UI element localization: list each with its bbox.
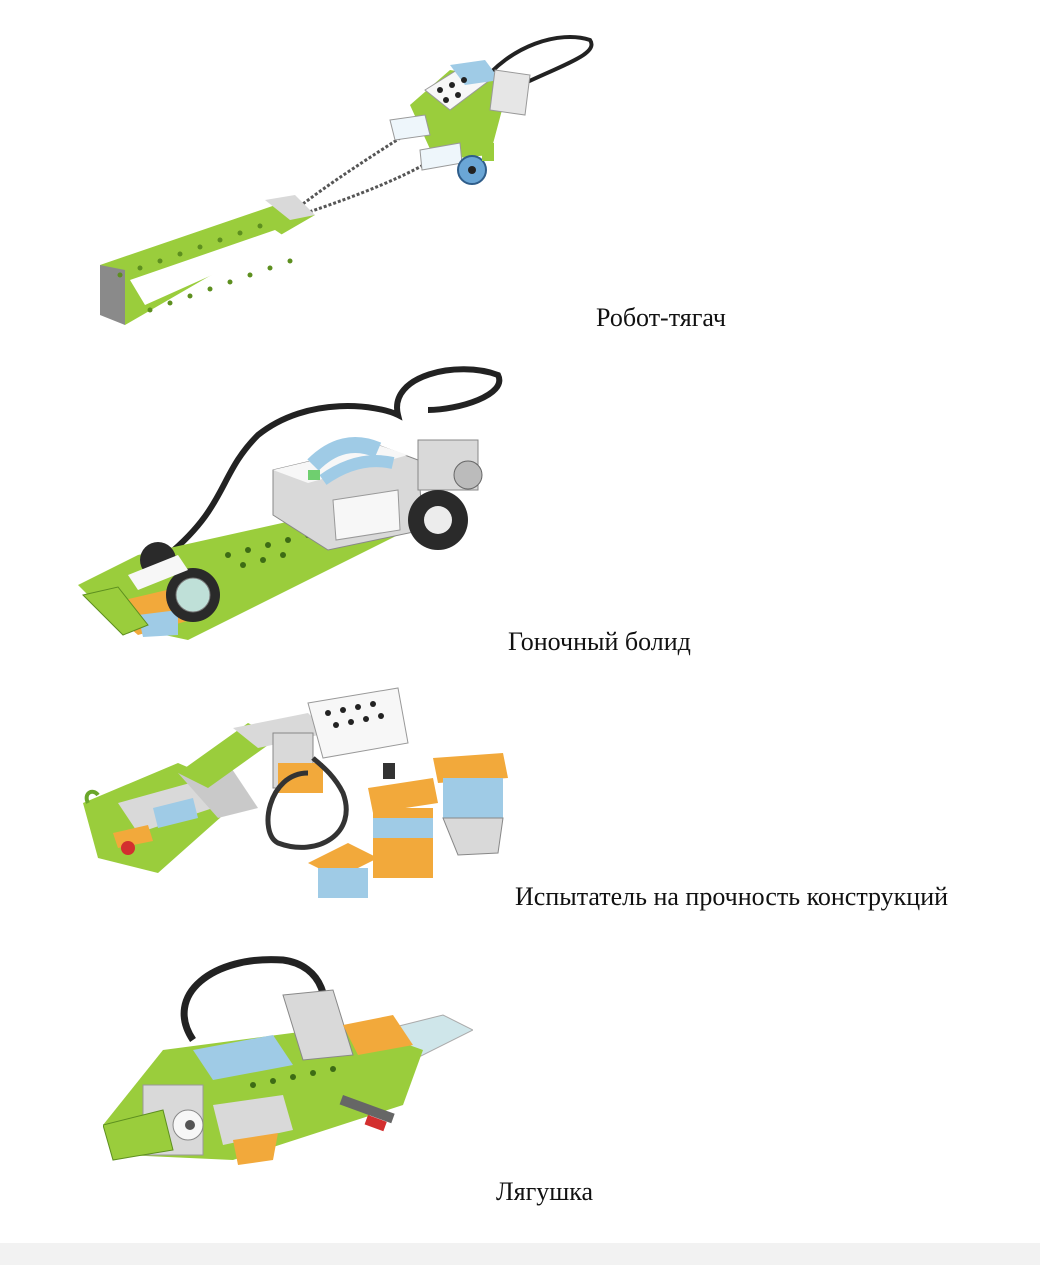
figure-tow-robot [90, 25, 600, 335]
lego-structure-tester-illustration [83, 687, 508, 898]
figure-race-car [78, 355, 508, 655]
bottom-strip [0, 1243, 1040, 1265]
figure-frog [103, 955, 473, 1185]
caption-frog: Лягушка [496, 1177, 594, 1206]
lego-race-car-illustration [78, 366, 503, 640]
caption-race-car: Гоночный болид [508, 627, 691, 656]
caption-tow-robot: Робот-тягач [596, 303, 726, 332]
figure-structure-tester [78, 683, 508, 908]
caption-structure-tester: Испытатель на прочность конструкций [515, 882, 949, 911]
lego-frog-illustration [103, 956, 473, 1165]
lego-tow-robot-illustration [100, 35, 594, 325]
